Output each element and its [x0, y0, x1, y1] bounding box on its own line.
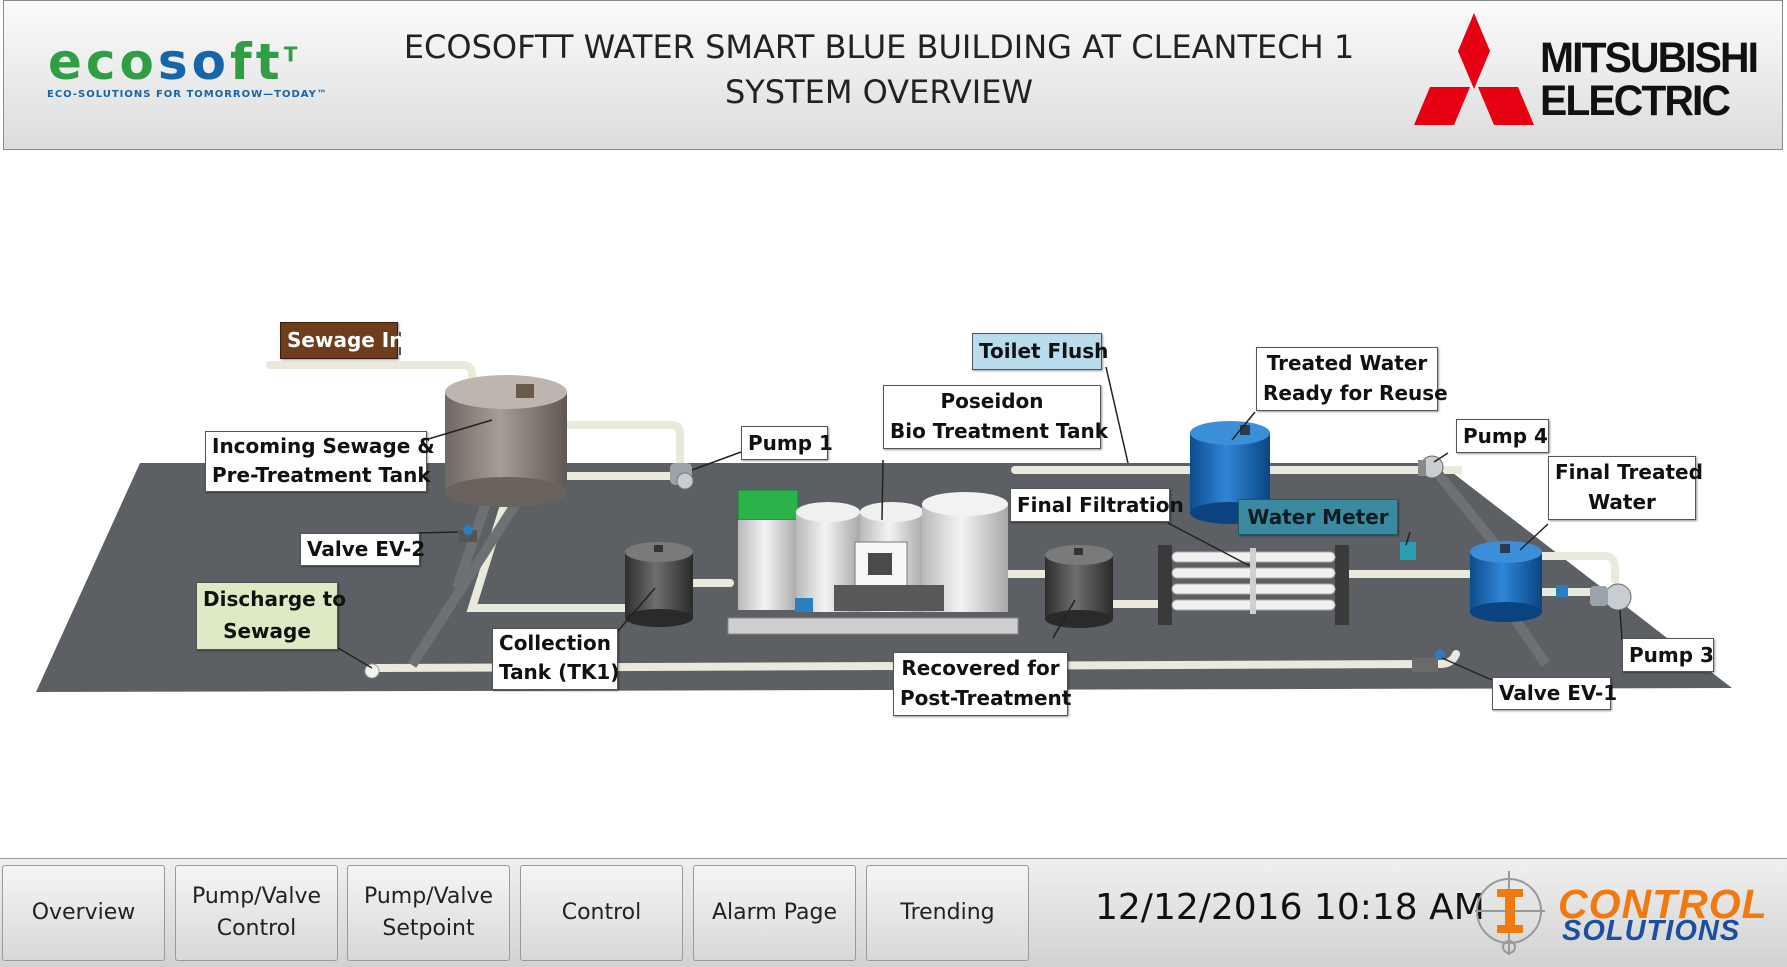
control-solutions-line1: CONTROL — [1558, 881, 1768, 927]
process-schematic — [36, 332, 1732, 692]
label-pump3: Pump 3 — [1622, 638, 1714, 672]
eco-logo-tagline: ECO-SOLUTIONS FOR TOMORROW—TODAY™ — [47, 89, 328, 100]
incoming-sewage-tank — [445, 375, 567, 507]
label-recovered-post-treatment: Recovered for Post-Treatment — [893, 652, 1072, 716]
nav-overview-button[interactable]: Overview — [2, 865, 165, 961]
eco-logo-word-a: eco — [48, 33, 158, 91]
nav-pump-valve-control-line2: Control — [216, 916, 297, 941]
current-datetime: 12/12/2016 10:18 AM — [1095, 887, 1485, 928]
water-meter-device — [1400, 542, 1416, 560]
collection-line1: Collection — [499, 631, 611, 655]
label-incoming-sewage-tank: Incoming Sewage & Pre-Treatment Tank — [205, 431, 435, 492]
label-valve-ev2: Valve EV-2 — [300, 533, 425, 566]
label-collection-tank: Collection Tank (TK1) — [492, 628, 620, 690]
label-toilet-flush: Toilet Flush — [972, 333, 1108, 370]
poseidon-line2: Bio Treatment Tank — [890, 419, 1108, 443]
incoming-sewage-line2: Pre-Treatment Tank — [212, 463, 431, 487]
treated-line1: Treated Water — [1266, 351, 1428, 375]
page-title: ECOSOFTT WATER SMART BLUE BUILDING AT CL… — [399, 25, 1359, 115]
collection-tank — [625, 542, 693, 627]
treated-line2: Ready for Reuse — [1263, 381, 1448, 405]
nav-pump-valve-control-button[interactable]: Pump/Valve Control — [175, 865, 338, 961]
recovered-line1: Recovered for — [901, 656, 1060, 680]
label-poseidon-bio-treatment: Poseidon Bio Treatment Tank — [883, 385, 1108, 449]
collection-line2: Tank (TK1) — [499, 660, 620, 684]
nav-overview-label: Overview — [31, 900, 136, 925]
nav-pump-valve-setpoint-line1: Pump/Valve — [363, 884, 494, 909]
brand-line2: ELECTRIC — [1540, 77, 1731, 125]
recovered-line2: Post-Treatment — [900, 686, 1072, 710]
discharge-line2: Sewage — [223, 619, 311, 643]
label-final-treated-water: Final Treated Water — [1548, 456, 1703, 520]
nav-pump-valve-control-line1: Pump/Valve — [191, 884, 322, 909]
incoming-sewage-line1: Incoming Sewage & — [212, 434, 435, 458]
ecosoftt-logo: ecosoftT ECO-SOLUTIONS FOR TOMORROW—TODA… — [44, 33, 384, 113]
three-diamonds-icon — [1414, 13, 1534, 125]
nav-trending-label: Trending — [900, 900, 995, 925]
discharge-line1: Discharge to — [203, 587, 346, 611]
system-diagram: Sewage In Incoming Sewage & Pre-Treatmen… — [0, 150, 1787, 860]
label-pump1: Pump 1 — [741, 426, 833, 460]
pump3-graphic — [1556, 583, 1632, 611]
control-solutions-logo: CONTROL SOLUTIONS — [1475, 867, 1775, 962]
final-treated-line1: Final Treated — [1555, 460, 1703, 484]
label-water-meter: Water Meter — [1238, 499, 1398, 535]
brand-line1: MITSUBISHI — [1540, 34, 1759, 82]
poseidon-line1: Poseidon — [940, 389, 1044, 413]
header-bar: ecosoftT ECO-SOLUTIONS FOR TOMORROW—TODA… — [3, 0, 1783, 150]
recovered-tank — [1045, 545, 1113, 628]
nav-pump-valve-setpoint-line2: Setpoint — [382, 916, 475, 941]
label-final-filtration: Final Filtration — [1010, 488, 1184, 522]
page-title-line1: ECOSOFTT WATER SMART BLUE BUILDING AT CL… — [403, 28, 1355, 66]
nav-trending-button[interactable]: Trending — [866, 865, 1029, 961]
label-treated-water-reuse: Treated Water Ready for Reuse — [1256, 347, 1448, 411]
label-discharge-to-sewage: Discharge to Sewage — [196, 582, 346, 650]
eco-logo-superscript: T — [283, 42, 298, 67]
control-solutions-line2: SOLUTIONS — [1562, 915, 1741, 947]
poseidon-bio-treatment-unit — [727, 489, 1019, 635]
nav-alarm-page-label: Alarm Page — [712, 900, 837, 925]
leader-lines — [337, 332, 1623, 681]
final-filtration-unit — [1158, 545, 1349, 625]
crosshair-icon — [1475, 871, 1545, 955]
nav-pump-valve-setpoint-button[interactable]: Pump/Valve Setpoint — [347, 865, 510, 961]
pump1-graphic — [670, 463, 694, 490]
pump4-graphic — [1418, 455, 1444, 479]
label-sewage-in: Sewage In — [280, 322, 403, 359]
eco-logo-word-c: ft — [230, 33, 284, 91]
label-valve-ev1: Valve EV-1 — [1492, 677, 1617, 710]
footer-bar: Overview Pump/Valve Control Pump/Valve S… — [0, 858, 1787, 967]
mitsubishi-logo: MITSUBISHI ELECTRIC — [1414, 11, 1759, 131]
eco-logo-word-b: so — [157, 33, 231, 91]
page-title-line2: SYSTEM OVERVIEW — [724, 73, 1034, 111]
nav-control-label: Control — [561, 900, 642, 925]
final-treated-water-tank — [1470, 541, 1542, 622]
nav-control-button[interactable]: Control — [520, 865, 683, 961]
valve-ev2-graphic — [459, 525, 477, 542]
discharge-outlet — [364, 663, 380, 679]
nav-alarm-page-button[interactable]: Alarm Page — [693, 865, 856, 961]
final-treated-line2: Water — [1588, 490, 1656, 514]
label-pump4: Pump 4 — [1456, 419, 1549, 453]
